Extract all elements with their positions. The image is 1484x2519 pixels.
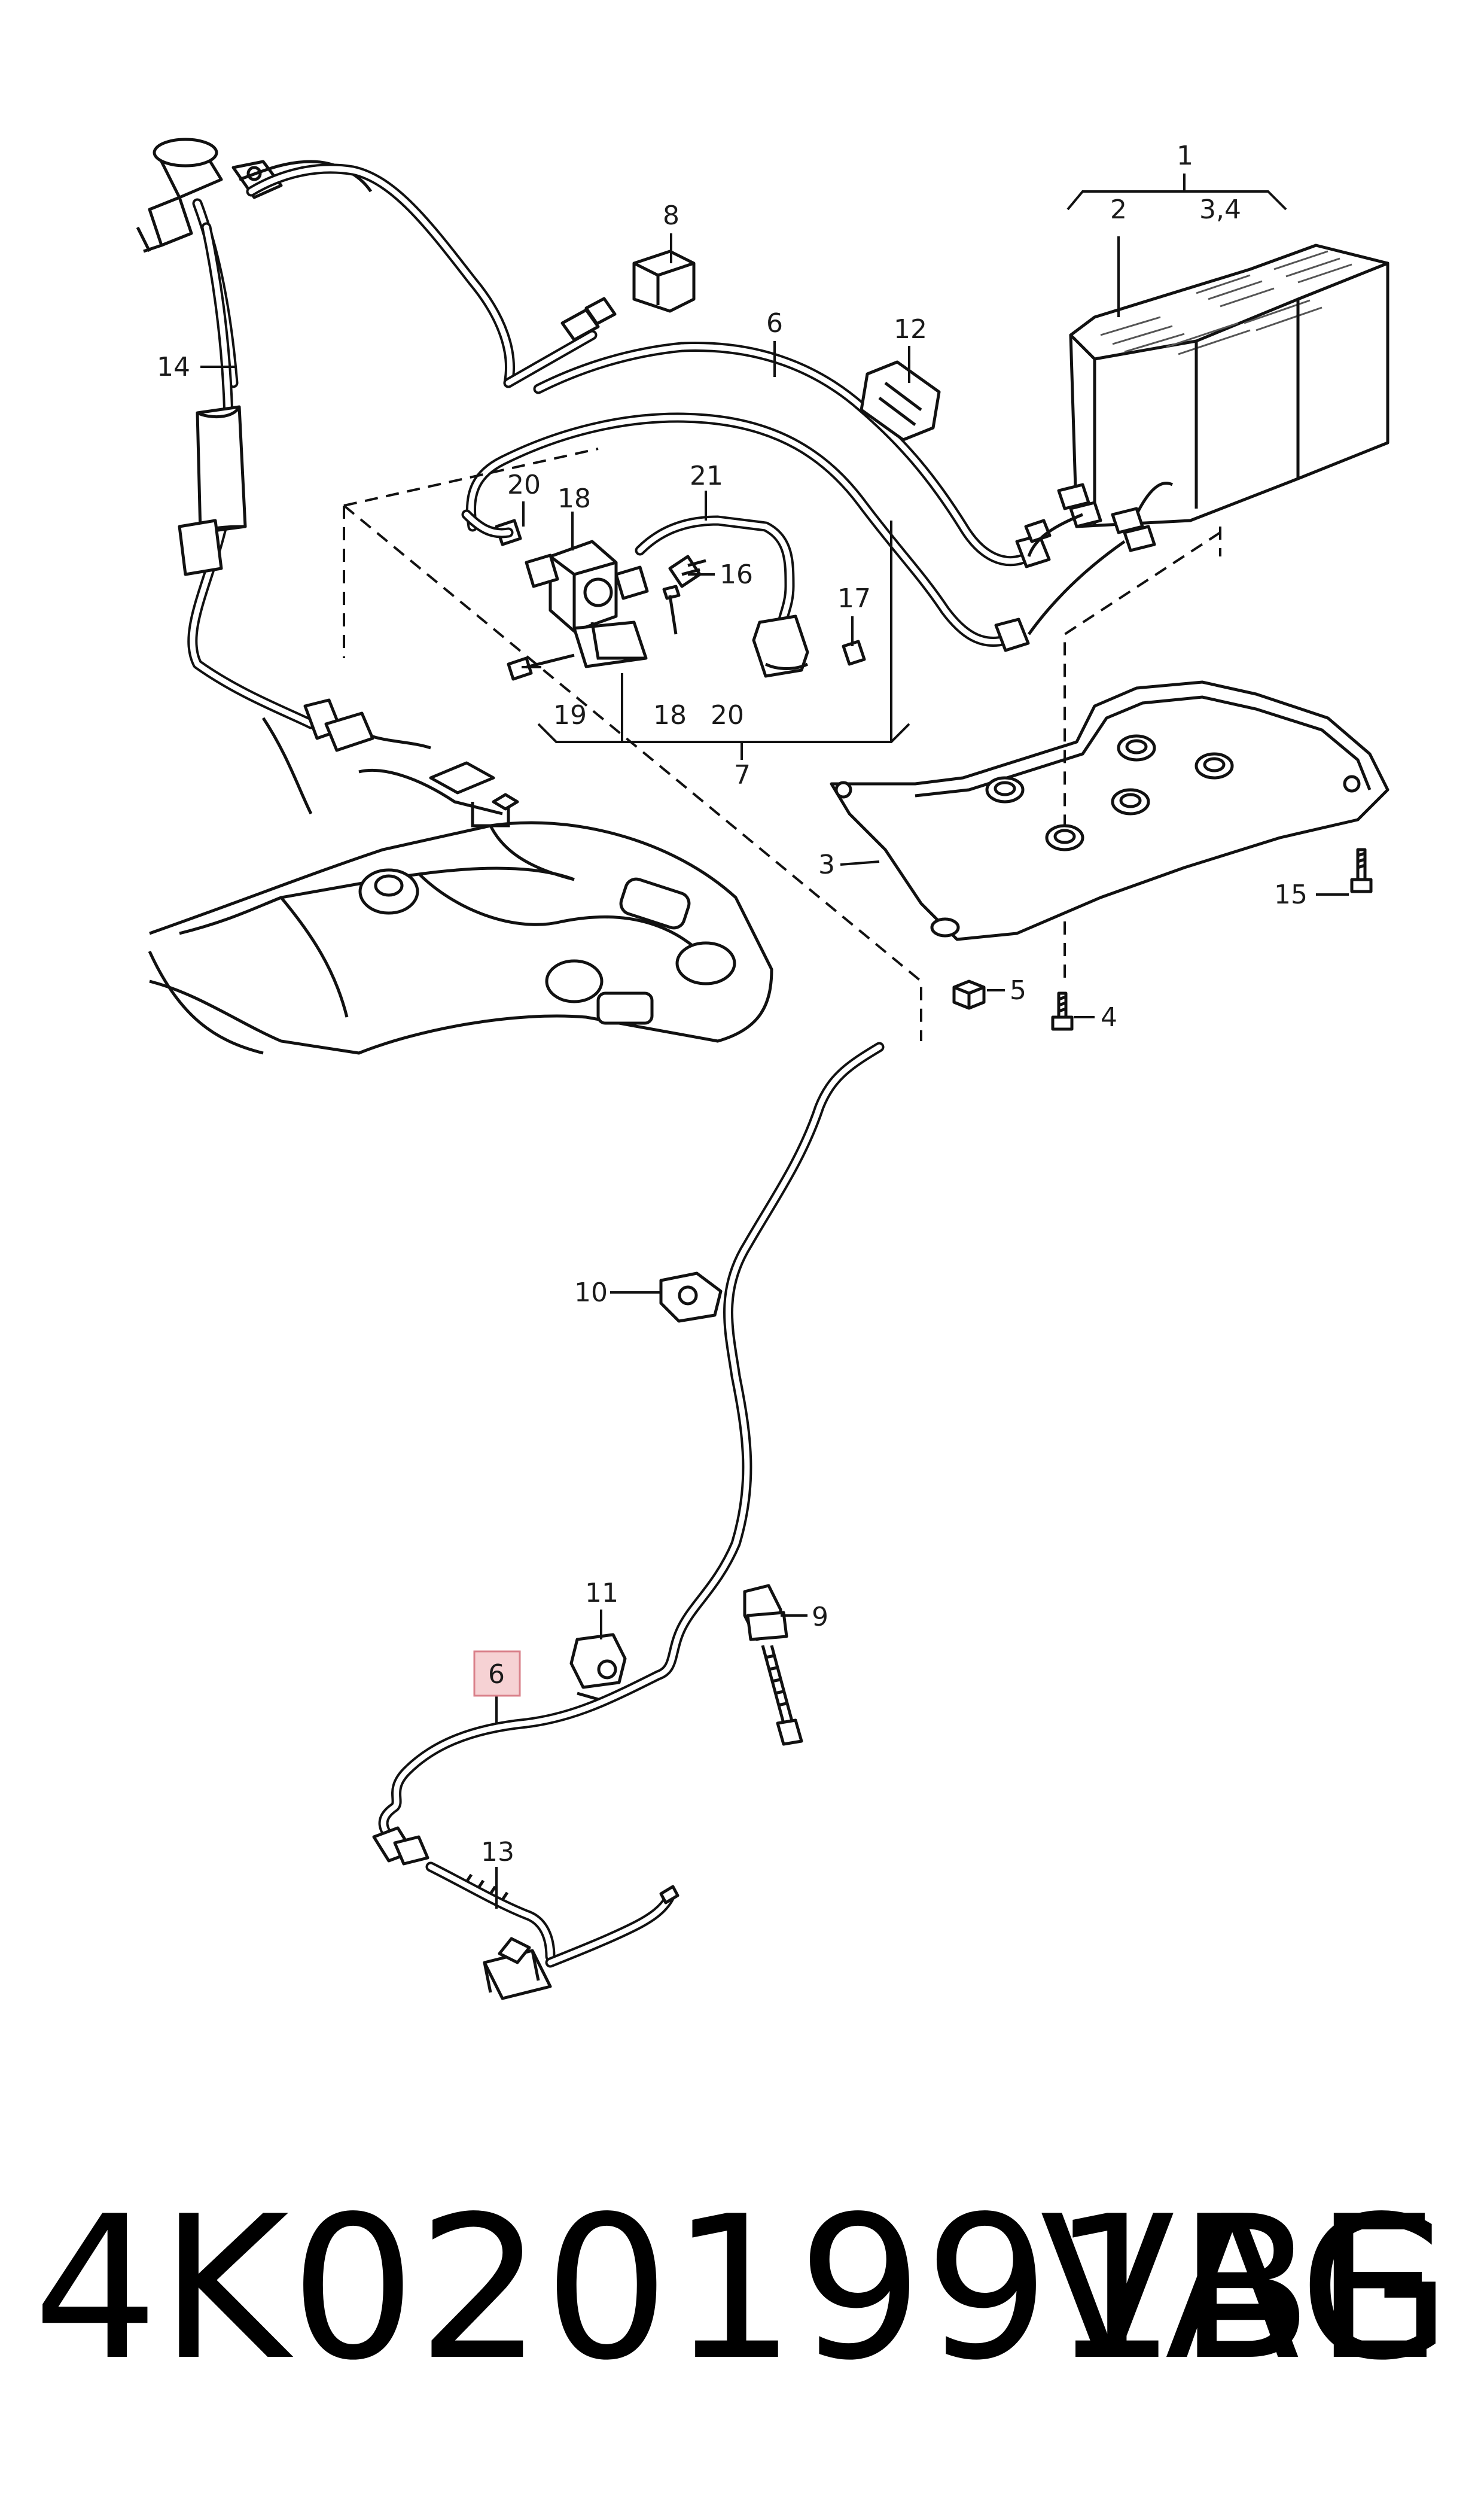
callout-8: 8: [663, 200, 679, 231]
callout-21: 21: [690, 461, 723, 491]
callout-6-top: 6: [766, 308, 783, 339]
callout-17: 17: [837, 583, 871, 614]
line-6-lower: [378, 1042, 885, 1848]
callout-labels: 1 2 3,4 8 6 12 14 20 18 21 16 17 19 18 2…: [157, 141, 1308, 1867]
leader-lines: [200, 174, 1349, 1909]
callout-10: 10: [574, 1277, 608, 1308]
highlight-box: [473, 1650, 521, 1697]
fuel-tank: [148, 717, 773, 1055]
callout-15: 15: [1274, 880, 1308, 910]
callout-20-top: 20: [507, 470, 541, 500]
heat-shield: [830, 680, 1389, 941]
callout-4: 4: [1101, 1002, 1117, 1033]
hose-13: [372, 1826, 679, 2000]
callout-12: 12: [894, 314, 927, 345]
part-number: 4K0201991BE: [33, 2174, 1440, 2404]
holder-9: [743, 1584, 803, 1746]
callout-13: 13: [481, 1837, 514, 1867]
brand-name: VAG: [1040, 2174, 1454, 2404]
clip-8: [632, 250, 696, 313]
callout-9: 9: [812, 1602, 828, 1632]
callout-20-bottom: 20: [711, 700, 744, 731]
callout-1: 1: [1177, 141, 1193, 171]
callout-3: 3: [818, 850, 835, 880]
callout-19: 19: [553, 700, 587, 731]
callout-18-top: 18: [557, 483, 591, 514]
callout-2: 2: [1110, 194, 1127, 225]
filler-neck: [136, 138, 617, 752]
clip-12: [860, 360, 941, 442]
callout-6-highlighted: 6: [488, 1659, 505, 1690]
callout-18-bottom: 18: [653, 700, 687, 731]
fasteners: [952, 848, 1373, 1031]
clip-11: [569, 1633, 627, 1701]
callout-14: 14: [157, 352, 190, 382]
charcoal-canister: [1027, 244, 1389, 635]
callout-11: 11: [585, 1578, 618, 1608]
clip-10: [659, 1271, 723, 1323]
line-6-upper: [465, 342, 1052, 652]
callout-5: 5: [1010, 975, 1026, 1006]
valve-assembly: [461, 509, 866, 681]
dashed-guides: [343, 448, 1221, 1041]
callout-7: 7: [734, 760, 751, 790]
callout-16: 16: [720, 559, 753, 590]
callout-3-4: 3,4: [1199, 194, 1241, 225]
